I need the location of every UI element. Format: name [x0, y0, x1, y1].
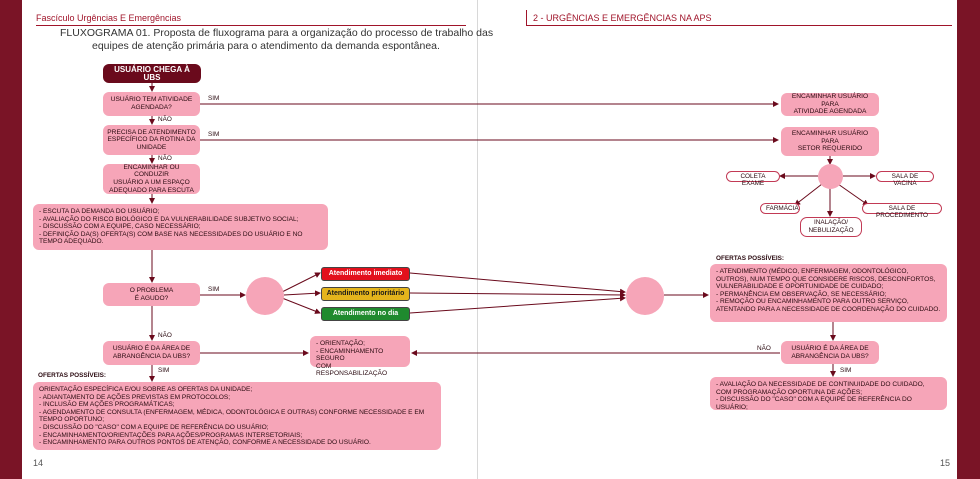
question-abrangencia-right-label: USUÁRIO É DA ÁREA DE ABRANGÊNCIA DA UBS?: [791, 344, 869, 360]
header-rule-right: [527, 25, 952, 26]
atendimento-prioritario-label: Atendimento prioritário: [326, 290, 405, 297]
care-merge-node: [626, 277, 664, 315]
label-sim-1: SIM: [208, 95, 220, 102]
enc-atividade-box: ENCAMINHAR USUÁRIO PARA ATIVIDADE AGENDA…: [781, 93, 879, 116]
arrow-to-imediato: [281, 272, 321, 293]
orientacao-label: - ORIENTAÇÃO; - ENCAMINHAMENTO SEGURO CO…: [316, 340, 388, 378]
sector-coleta: COLETA EXAME: [726, 171, 780, 187]
step-avaliacao-box: - ESCUTA DA DEMANDA DO USUÁRIO; - AVALIA…: [33, 204, 328, 250]
ofertas-right-text: - ATENDIMENTO (MÉDICO, ENFERMAGEM, ODONT…: [716, 268, 941, 313]
sector-farmacia: FARMÁCIA: [760, 203, 800, 214]
acute-decision-node: [246, 277, 284, 315]
question-rotina-box: PRECISA DE ATENDIMENTO ESPECÍFICO DA ROT…: [103, 125, 200, 155]
question-agudo-box: O PROBLEMA É AGUDO?: [103, 283, 200, 306]
step-avaliacao-label: - ESCUTA DA DEMANDA DO USUÁRIO; - AVALIA…: [39, 208, 303, 246]
arrow-imediato-out: [409, 272, 626, 295]
header-rule-left: [36, 25, 466, 26]
label-nao-5: NÃO: [757, 345, 771, 352]
header-left: Fascículo Urgências E Emergências: [36, 13, 182, 23]
question-abrangencia-right-box: USUÁRIO É DA ÁREA DE ABRANGÊNCIA DA UBS?: [781, 341, 879, 364]
atendimento-prioritario-box: Atendimento prioritário: [321, 287, 410, 301]
step-escuta-label: ENCAMINHAR OU CONDUZIR USUÁRIO A UM ESPA…: [109, 163, 194, 194]
enc-setor-box: ENCAMINHAR USUÁRIO PARA SETOR REQUERIDO: [781, 127, 879, 156]
step-escuta-box: ENCAMINHAR OU CONDUZIR USUÁRIO A UM ESPA…: [103, 164, 200, 194]
flow-start-label: USUÁRIO CHEGA À UBS: [114, 64, 190, 82]
enc-setor-label: ENCAMINHAR USUÁRIO PARA SETOR REQUERIDO: [791, 130, 869, 153]
arrow-prioritario-out: [409, 291, 626, 298]
continuidade-box: - AVALIAÇÃO DA NECESSIDADE DE CONTINUIDA…: [710, 377, 947, 411]
sector-vacina: SALA DE VACINA: [876, 171, 934, 187]
page-spine: [477, 0, 478, 479]
label-sim-5: SIM: [840, 367, 852, 374]
atendimento-dia-label: Atendimento no dia: [332, 310, 399, 317]
figure-title-line2: equipes de atenção primária para o atend…: [92, 40, 440, 52]
continuidade-text: - AVALIAÇÃO DA NECESSIDADE DE CONTINUIDA…: [716, 381, 925, 411]
header-divider: [526, 10, 527, 26]
ofertas-left-text: ORIENTAÇÃO ESPECÍFICA E/OU SOBRE AS OFER…: [39, 386, 425, 447]
label-sim-4: SIM: [158, 367, 170, 374]
ofertas-left-box: ORIENTAÇÃO ESPECÍFICA E/OU SOBRE AS OFER…: [33, 382, 441, 450]
question-agudo-label: O PROBLEMA É AGUDO?: [129, 286, 174, 302]
sector-procedimento: SALA DE PROCEDIMENTO: [862, 203, 942, 219]
label-nao-3: NÃO: [158, 332, 172, 339]
label-sim-2: SIM: [208, 131, 220, 138]
sectors-hub-node: [818, 164, 843, 189]
header-right: 2 - URGÊNCIAS E EMERGÊNCIAS NA APS: [533, 13, 712, 23]
ofertas-right-box: - ATENDIMENTO (MÉDICO, ENFERMAGEM, ODONT…: [710, 264, 947, 322]
page-number-right: 15: [940, 458, 951, 468]
question-agendada-label: USUÁRIO TEM ATIVIDADE AGENDADA?: [110, 96, 193, 111]
page-number-left: 14: [33, 458, 44, 468]
arrow-hub-farmacia: [794, 183, 823, 206]
flow-start-box: USUÁRIO CHEGA À UBS: [103, 64, 201, 83]
arrow-hub-procedimento: [837, 183, 869, 206]
sector-inalacao: INALAÇÃO/ NEBULIZAÇÃO: [800, 217, 862, 237]
ofertas-left-title: OFERTAS POSSÍVEIS:: [38, 372, 107, 379]
orientacao-box: - ORIENTAÇÃO; - ENCAMINHAMENTO SEGURO CO…: [310, 336, 410, 377]
ofertas-right-title: OFERTAS POSSÍVEIS:: [716, 255, 785, 262]
atendimento-imediato-box: Atendimento imediato: [321, 267, 410, 281]
question-rotina-label: PRECISA DE ATENDIMENTO ESPECÍFICO DA ROT…: [107, 128, 196, 151]
arrow-to-prioritario: [283, 290, 321, 297]
question-abrangencia-label: USUÁRIO É DA ÁREA DE ABRANGÊNCIA DA UBS?: [112, 345, 191, 360]
label-sim-3: SIM: [208, 286, 220, 293]
arrow-dia-out: [409, 295, 626, 314]
question-abrangencia-box: USUÁRIO É DA ÁREA DE ABRANGÊNCIA DA UBS?: [103, 341, 200, 365]
label-nao-2: NÃO: [158, 155, 172, 162]
atendimento-imediato-label: Atendimento imediato: [328, 270, 403, 277]
figure-title-line1: FLUXOGRAMA 01. Proposta de fluxograma pa…: [60, 27, 494, 39]
enc-atividade-label: ENCAMINHAR USUÁRIO PARA ATIVIDADE AGENDA…: [791, 93, 869, 116]
arrow-to-dia: [281, 297, 321, 314]
label-nao-1: NÃO: [158, 116, 172, 123]
question-agendada-box: USUÁRIO TEM ATIVIDADE AGENDADA?: [103, 92, 200, 116]
atendimento-dia-box: Atendimento no dia: [321, 307, 410, 321]
